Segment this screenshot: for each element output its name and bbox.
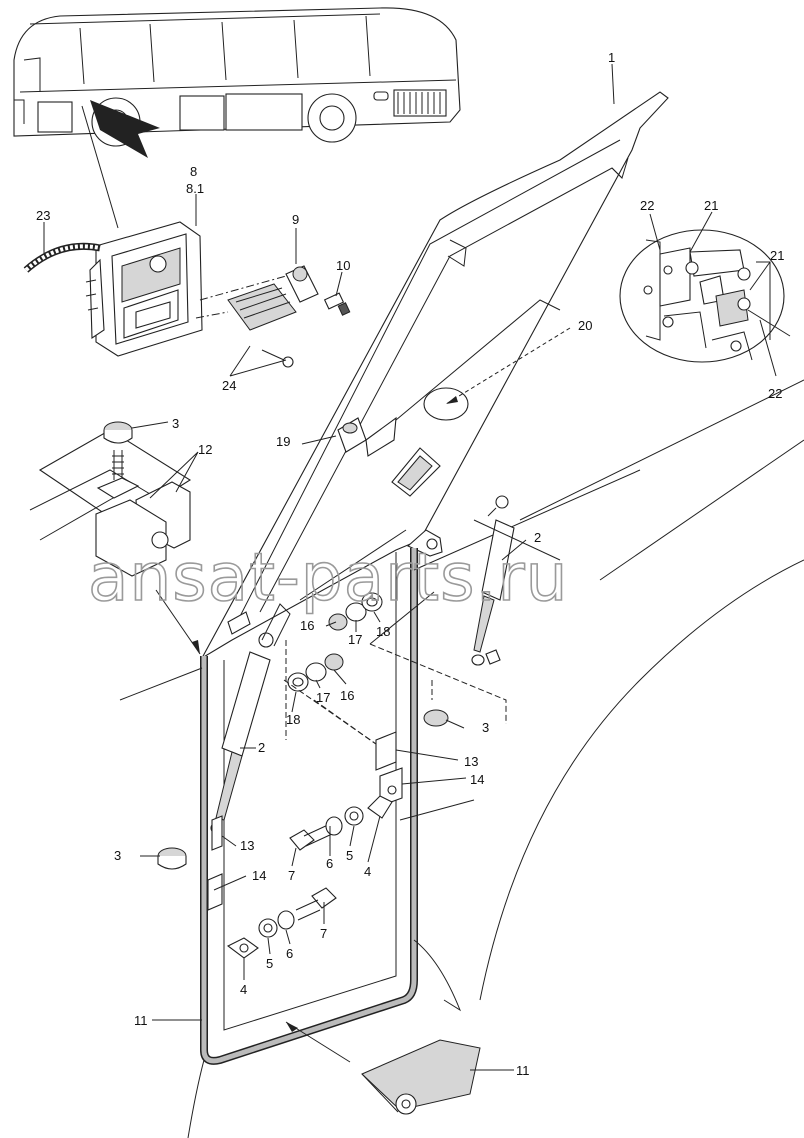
label-7-low: 7	[320, 926, 327, 941]
label-8: 8	[190, 164, 197, 179]
door-seal-icon	[119, 379, 804, 1138]
label-1: 1	[608, 50, 615, 65]
label-5-mid: 5	[346, 848, 353, 863]
label-2-left: 2	[258, 740, 265, 755]
label-2-right: 2	[534, 530, 541, 545]
label-14-right: 14	[470, 772, 484, 787]
hinge-detail-icon	[619, 229, 791, 363]
label-4-mid: 4	[364, 864, 371, 879]
label-18-top: 18	[376, 624, 390, 639]
label-22-bottom: 22	[768, 386, 782, 401]
label-21-right: 21	[770, 248, 784, 263]
label-5-low: 5	[266, 956, 273, 971]
label-18-mid: 18	[286, 712, 300, 727]
callout-labels: 1 8 8.1 9 10 23 24 22 21 21 22 20 3 12 1…	[36, 50, 784, 1078]
label-14-left: 14	[252, 868, 266, 883]
hardware-icon	[223, 519, 561, 959]
label-22-top: 22	[640, 198, 654, 213]
label-13-right: 13	[464, 754, 478, 769]
label-19: 19	[276, 434, 290, 449]
label-11-right: 11	[516, 1063, 530, 1078]
door-frame-icon	[200, 91, 669, 660]
label-9: 9	[292, 212, 299, 227]
label-3-top: 3	[172, 416, 179, 431]
label-17-top: 17	[348, 632, 362, 647]
label-23: 23	[36, 208, 50, 223]
lock-assembly-icon	[23, 221, 351, 368]
label-17-mid: 17	[316, 690, 330, 705]
label-20: 20	[578, 318, 592, 333]
gas-strut-right-icon	[471, 495, 515, 666]
label-6-mid: 6	[326, 856, 333, 871]
label-4-low: 4	[240, 982, 247, 997]
label-7-mid: 7	[288, 868, 295, 883]
leader-lines	[43, 63, 777, 1071]
label-6-low: 6	[286, 946, 293, 961]
label-21-top: 21	[704, 198, 718, 213]
label-3-right: 3	[482, 720, 489, 735]
label-16-top: 16	[300, 618, 314, 633]
label-3-left: 3	[114, 848, 121, 863]
watermark-text: ansat-parts.ru	[88, 539, 568, 616]
label-13-left: 13	[240, 838, 254, 853]
label-10: 10	[336, 258, 350, 273]
frame-rail-icon	[29, 421, 192, 577]
bus-icon	[13, 7, 461, 229]
label-12: 12	[198, 442, 212, 457]
label-24: 24	[222, 378, 236, 393]
gas-strut-left-icon	[157, 603, 291, 911]
label-8-1: 8.1	[186, 181, 204, 196]
label-11-left: 11	[134, 1013, 148, 1028]
label-16-mid: 16	[340, 688, 354, 703]
